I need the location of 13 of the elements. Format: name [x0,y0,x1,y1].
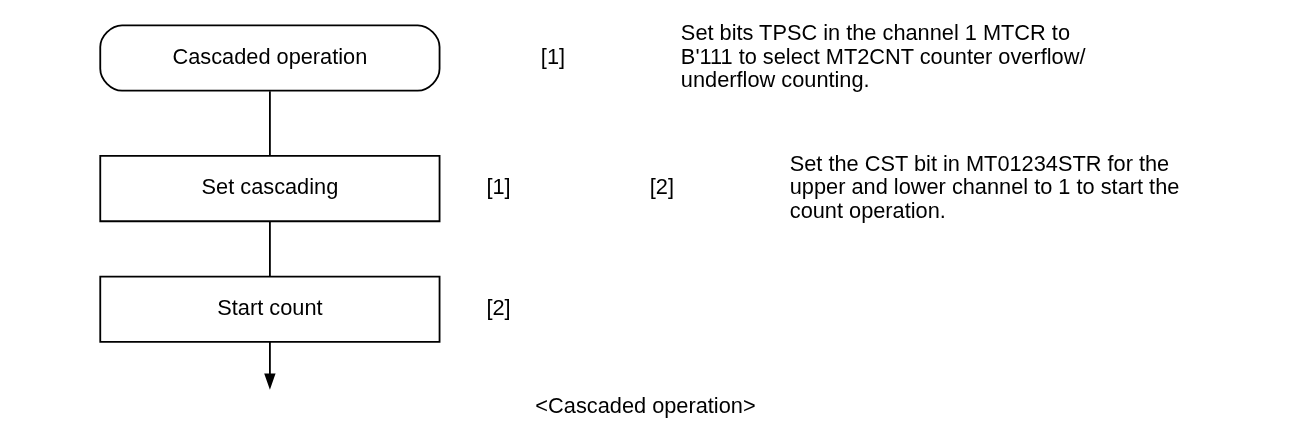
connector [269,90,271,157]
connector [269,220,271,277]
caption: <Cascaded operation> [535,393,756,419]
label: [2] [649,174,674,200]
node-box: Set cascading [99,155,441,223]
label: Set bits TPSC in the channel 1 MTCR to B'111 to select MT2CNT counter overflow/ underflow counting. [680,19,1086,93]
label: [1] [540,43,566,69]
node-box: Cascaded operation [99,24,441,92]
node-label: [2] [486,294,511,320]
node-box: Start count [99,275,441,343]
node-label: [1] [486,174,511,200]
arrow [264,341,276,390]
label: Set the CST bit in MT01234STR for the upper and lower channel to 1 to start the count operation. [789,150,1180,223]
